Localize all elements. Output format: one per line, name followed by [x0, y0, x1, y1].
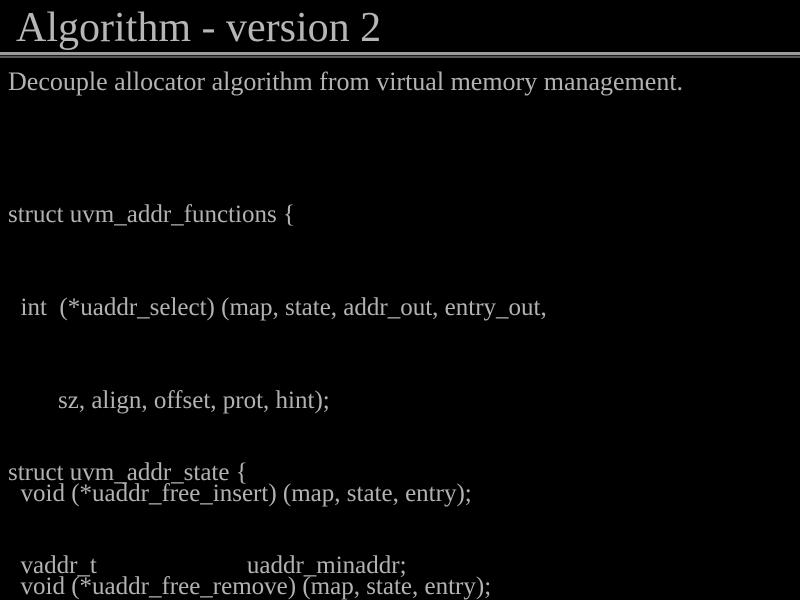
title-underline-rule — [0, 52, 800, 58]
code-block-uvm-addr-functions: struct uvm_addr_functions { int (*uaddr_… — [8, 137, 547, 600]
code-line: int (*uaddr_select) (map, state, addr_ou… — [8, 294, 547, 321]
code-line: void (*uaddr_free_insert) (map, state, e… — [8, 480, 472, 507]
code-block-uvm-addr-state: struct uvm_addr_state { vaddr_t uaddr_mi… — [8, 395, 477, 600]
code-line: sz, align, offset, prot, hint); — [8, 387, 330, 414]
code-line: vaddr_t uaddr_minaddr; — [8, 552, 407, 579]
code-line: void (*uaddr_free_remove) (map, state, e… — [8, 573, 492, 600]
code-line: struct uvm_addr_state { — [8, 459, 248, 486]
slide-title: Algorithm - version 2 — [16, 5, 382, 51]
slide-subtitle: Decouple allocator algorithm from virtua… — [8, 67, 684, 96]
code-line: struct uvm_addr_functions { — [8, 201, 295, 228]
